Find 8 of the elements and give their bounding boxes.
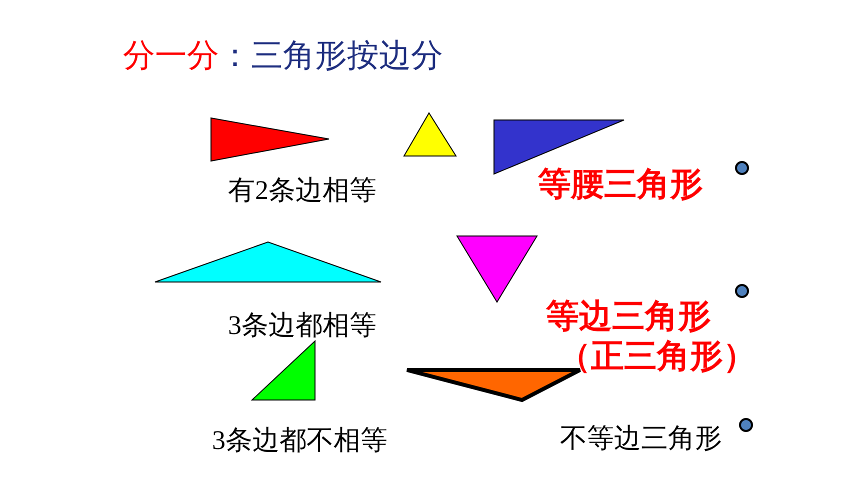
category-label: 不等边三角形 bbox=[560, 424, 722, 454]
category-label: 等腰三角形 bbox=[538, 166, 703, 202]
description-text: 有2条边相等 bbox=[228, 176, 376, 206]
description-text: 3条边都不相等 bbox=[212, 426, 388, 456]
category-label: （正三角形） bbox=[558, 338, 756, 374]
slide-title: 分一分：三角形按边分 bbox=[123, 38, 443, 74]
category-label: 等边三角形 bbox=[546, 298, 711, 334]
description-text: 3条边都相等 bbox=[228, 311, 376, 341]
